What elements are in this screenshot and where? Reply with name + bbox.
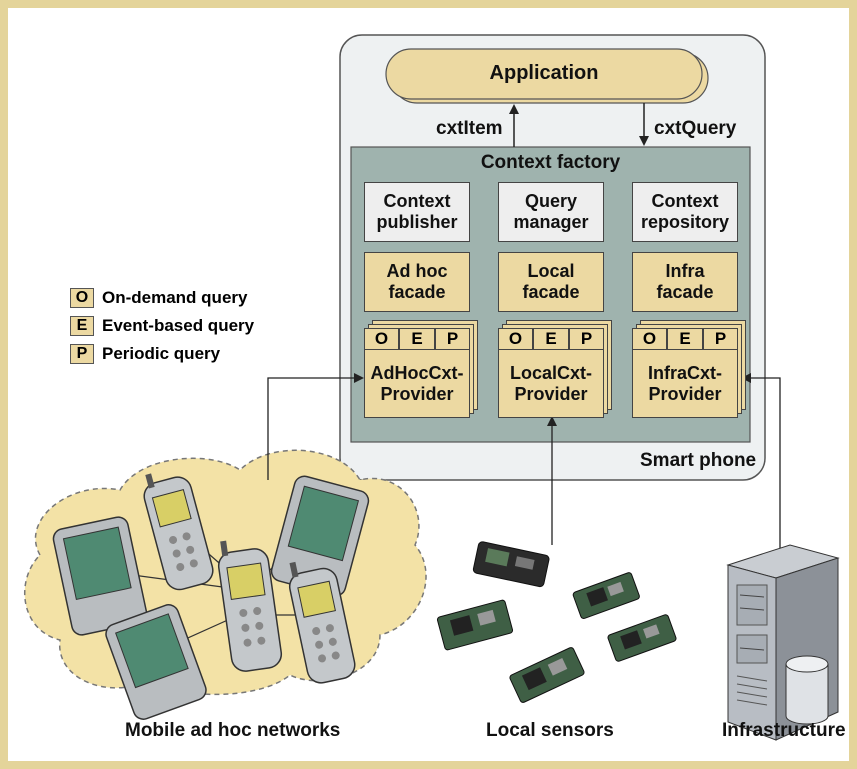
- legend-label-e: Event-based query: [102, 316, 255, 335]
- adhoc-facade-line1: Ad hoc: [386, 261, 448, 281]
- infra-query-e: E: [667, 328, 703, 350]
- adhoc-provider-label: AdHocCxt-Provider: [364, 350, 470, 418]
- adhoc-provider-line2: Provider: [380, 384, 454, 404]
- cxtquery-label: cxtQuery: [654, 118, 737, 139]
- phone-device-top: [143, 473, 214, 591]
- local-query-e: E: [533, 328, 569, 350]
- legend-key-p: P: [70, 344, 94, 364]
- infrastructure-caption: Infrastructure: [722, 720, 846, 741]
- sensor-board-2: [572, 572, 640, 620]
- local-provider-line2: Provider: [514, 384, 588, 404]
- context-repository-line1: Context: [651, 191, 719, 211]
- application-label: Application: [489, 62, 599, 84]
- local-query-o: O: [498, 328, 533, 350]
- local-provider-line1: LocalCxt-: [509, 363, 592, 383]
- context-publisher-line1: Context: [383, 191, 451, 211]
- mobile-networks-caption: Mobile ad hoc networks: [125, 720, 341, 741]
- infra-provider-label: InfraCxt-Provider: [632, 350, 738, 418]
- adhoc-query-e: E: [399, 328, 435, 350]
- database-cylinder: [785, 655, 829, 725]
- phone-device-right: [288, 561, 356, 684]
- pda-device-bottom: [105, 604, 207, 720]
- context-repository-line2: repository: [640, 212, 730, 232]
- legend-label-o: On-demand query: [102, 288, 248, 307]
- sensor-board-1: [472, 541, 550, 588]
- adhoc-provider-line1: AdHocCxt-: [370, 363, 464, 383]
- query-manager-line1: Query: [524, 191, 577, 211]
- legend-label-p: Periodic query: [102, 344, 221, 363]
- context-publisher-line2: publisher: [376, 212, 458, 232]
- sensor-board-3: [436, 599, 514, 651]
- local-facade-line1: Local: [527, 261, 575, 281]
- pda-device-left: [52, 516, 148, 636]
- infra-provider-line1: InfraCxt-: [647, 363, 722, 383]
- query-manager-line2: manager: [513, 212, 589, 232]
- adhoc-arrow-head: [354, 373, 364, 383]
- sensor-board-5: [509, 647, 585, 703]
- adhoc-facade-line2: facade: [388, 282, 446, 302]
- local-query-p: P: [569, 328, 604, 350]
- infra-query-p: P: [703, 328, 738, 350]
- phone-device-center: [217, 540, 283, 672]
- adhoc-query-p: P: [435, 328, 470, 350]
- adhoc-query-o: O: [364, 328, 399, 350]
- infra-query-o: O: [632, 328, 667, 350]
- legend-key-e: E: [70, 316, 94, 336]
- cxtitem-label: cxtItem: [436, 118, 503, 139]
- legend-key-o: O: [70, 288, 94, 308]
- context-factory-title: Context factory: [480, 152, 621, 173]
- cxtitem-arrow-head: [509, 104, 519, 114]
- local-provider-label: LocalCxt-Provider: [498, 350, 604, 418]
- local-sensors-caption: Local sensors: [486, 720, 614, 741]
- infra-facade-line1: Infra: [665, 261, 705, 281]
- sensor-board-4: [607, 614, 677, 662]
- infra-arrow-head: [741, 373, 751, 383]
- infra-provider-line2: Provider: [648, 384, 722, 404]
- local-arrow-head: [547, 416, 557, 426]
- local-facade-line2: facade: [522, 282, 580, 302]
- application-pill: [385, 48, 703, 100]
- infra-facade-line2: facade: [656, 282, 714, 302]
- smart-phone-label: Smart phone: [640, 450, 757, 471]
- cxtquery-arrow-head: [639, 136, 649, 146]
